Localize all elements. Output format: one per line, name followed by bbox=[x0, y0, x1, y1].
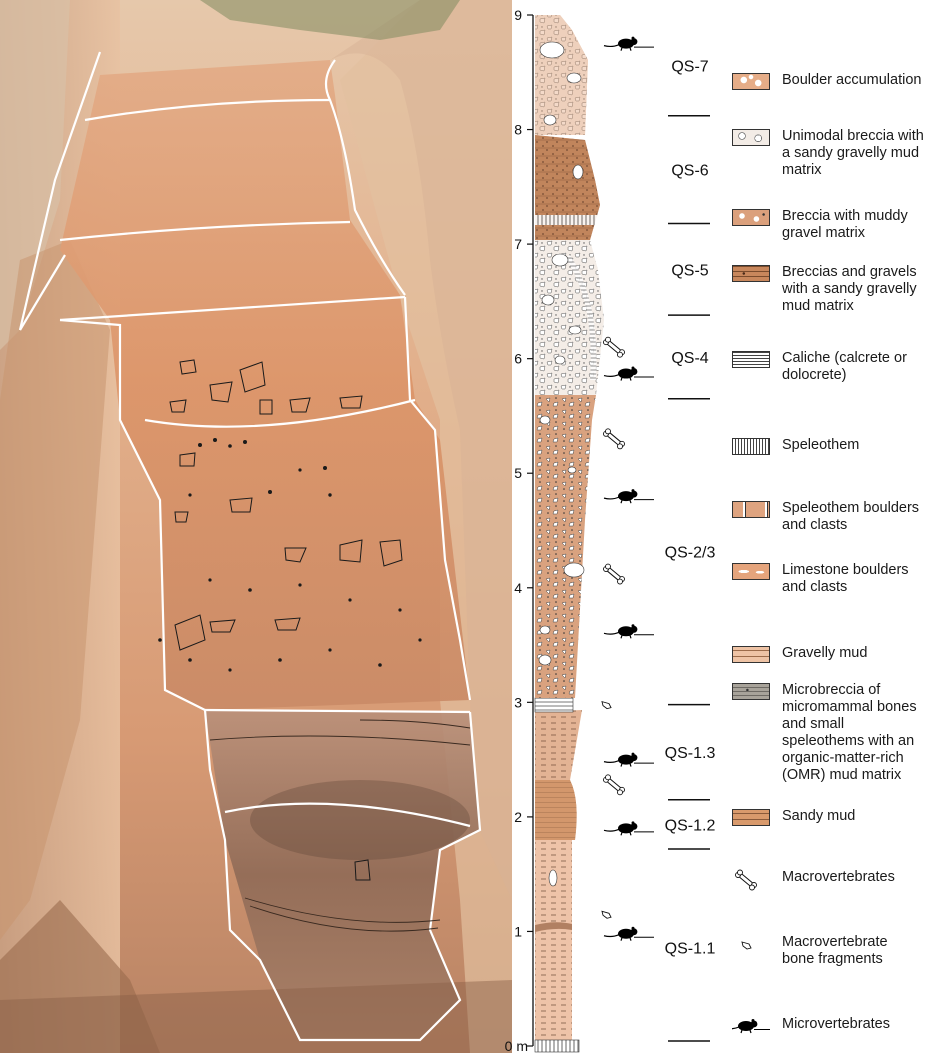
legend-item-boulder-accumulation: Boulder accumulation bbox=[732, 72, 935, 90]
legend-item-caliche-calcrete-or: Caliche (calcrete or dolocrete) bbox=[732, 350, 935, 384]
legend-label: Breccia with muddy gravel matrix bbox=[782, 208, 935, 242]
rodent-icon bbox=[600, 753, 654, 767]
bone-icon bbox=[604, 337, 625, 357]
depth-tick-label: 5 bbox=[514, 465, 522, 481]
legend-item-speleothem: Speleothem bbox=[732, 437, 935, 455]
depth-tick-label: 8 bbox=[514, 122, 522, 138]
depth-tick-label: 4 bbox=[514, 580, 522, 596]
unit-label-qs-4: QS-4 bbox=[671, 350, 708, 367]
bone-icon bbox=[604, 564, 625, 584]
bone-icon bbox=[604, 775, 625, 795]
legend-item-gravelly-mud: Gravelly mud bbox=[732, 645, 935, 663]
rodent-icon bbox=[600, 489, 654, 503]
legend-item-microbreccia-of: Microbreccia of micromammal bones and sm… bbox=[732, 682, 935, 784]
unit-label-qs-5: QS-5 bbox=[671, 262, 708, 279]
legend-item-macrovertebrates: Macrovertebrates bbox=[732, 869, 935, 891]
depth-axis-unit-label: 0 m bbox=[505, 1038, 528, 1053]
rodent-icon bbox=[732, 1016, 770, 1038]
legend-swatch-gravel bbox=[732, 265, 770, 282]
legend-item-unimodal-breccia-with: Unimodal breccia with a sandy gravelly m… bbox=[732, 128, 935, 179]
legend-swatch-microbreccia bbox=[732, 683, 770, 700]
legend-item-sandy-mud: Sandy mud bbox=[732, 808, 935, 826]
rodent-icon bbox=[600, 927, 654, 941]
legend-label: Macrovertebrate bone fragments bbox=[782, 934, 935, 968]
depth-tick-label: 7 bbox=[514, 236, 522, 252]
unit-label-qs-1-2: QS-1.2 bbox=[665, 817, 716, 834]
legend-swatch-sandy-mud bbox=[732, 809, 770, 826]
fossil-markers bbox=[600, 37, 654, 941]
legend-label: Microvertebrates bbox=[782, 1016, 935, 1033]
unit-labels: QS-7QS-6QS-5QS-4QS-2/3QS-1.3QS-1.2QS-1.1 bbox=[665, 58, 716, 1041]
depth-tick-label: 3 bbox=[514, 694, 522, 710]
legend-swatch-horizontal-lines bbox=[732, 351, 770, 368]
bone-fragment-icon bbox=[602, 702, 611, 709]
column-layers bbox=[535, 15, 604, 1052]
legend-label: Unimodal breccia with a sandy gravelly m… bbox=[782, 128, 935, 179]
outcrop-photo bbox=[0, 0, 512, 1053]
bone-icon bbox=[732, 869, 770, 891]
legend-swatch-gravelly-mud bbox=[732, 646, 770, 663]
legend-label: Macrovertebrates bbox=[782, 869, 935, 886]
legend-swatch-vertical-lines bbox=[732, 438, 770, 455]
legend-label: Boulder accumulation bbox=[782, 72, 935, 89]
legend-swatch-breccia-dark bbox=[732, 209, 770, 226]
legend-swatch-limestone-clasts bbox=[732, 563, 770, 580]
stratigraphic-column: 0 m 1 2 3 4 5 6 7 8 9 QS-7QS-6QS-5QS-4QS-2/3QS-1.… bbox=[505, 7, 716, 1053]
unit-label-qs-7: QS-7 bbox=[671, 58, 708, 75]
legend-swatch-boulders bbox=[732, 73, 770, 90]
unit-label-qs-2-3: QS-2/3 bbox=[665, 545, 716, 562]
depth-tick-label: 2 bbox=[514, 809, 522, 825]
unit-label-qs-6: QS-6 bbox=[671, 163, 708, 180]
legend-item-limestone-boulders: Limestone boulders and clasts bbox=[732, 562, 935, 596]
rodent-icon bbox=[600, 821, 654, 835]
legend-swatch-breccia-light bbox=[732, 129, 770, 146]
legend-item-breccias-and-gravels: Breccias and gravels with a sandy gravel… bbox=[732, 264, 935, 315]
legend-item-speleothem-boulders: Speleothem boulders and clasts bbox=[732, 500, 935, 534]
legend-label: Sandy mud bbox=[782, 808, 935, 825]
legend-label: Gravelly mud bbox=[782, 645, 935, 662]
unit-label-qs-1-1: QS-1.1 bbox=[665, 940, 716, 957]
unit-label-qs-1-3: QS-1.3 bbox=[665, 745, 716, 762]
bone-icon bbox=[604, 429, 625, 449]
rodent-icon bbox=[600, 624, 654, 638]
legend-label: Microbreccia of micromammal bones and sm… bbox=[782, 682, 935, 784]
bone-fragment-icon bbox=[732, 934, 770, 956]
legend-item-macrovertebrate: Macrovertebrate bone fragments bbox=[732, 934, 935, 968]
legend-label: Speleothem bbox=[782, 437, 935, 454]
rodent-icon bbox=[600, 367, 654, 381]
depth-tick-label: 6 bbox=[514, 351, 522, 367]
legend-item-microvertebrates: Microvertebrates bbox=[732, 1016, 935, 1038]
bone-fragment-icon bbox=[602, 911, 611, 918]
legend-swatch-speleothem-clasts bbox=[732, 501, 770, 518]
legend-item-breccia-with-muddy: Breccia with muddy gravel matrix bbox=[732, 208, 935, 242]
depth-tick-label: 1 bbox=[514, 923, 522, 939]
legend-label: Caliche (calcrete or dolocrete) bbox=[782, 350, 935, 384]
legend-label: Breccias and gravels with a sandy gravel… bbox=[782, 264, 935, 315]
legend-label: Speleothem boulders and clasts bbox=[782, 500, 935, 534]
legend-label: Limestone boulders and clasts bbox=[782, 562, 935, 596]
depth-tick-label: 9 bbox=[514, 7, 522, 23]
rodent-icon bbox=[600, 37, 654, 51]
